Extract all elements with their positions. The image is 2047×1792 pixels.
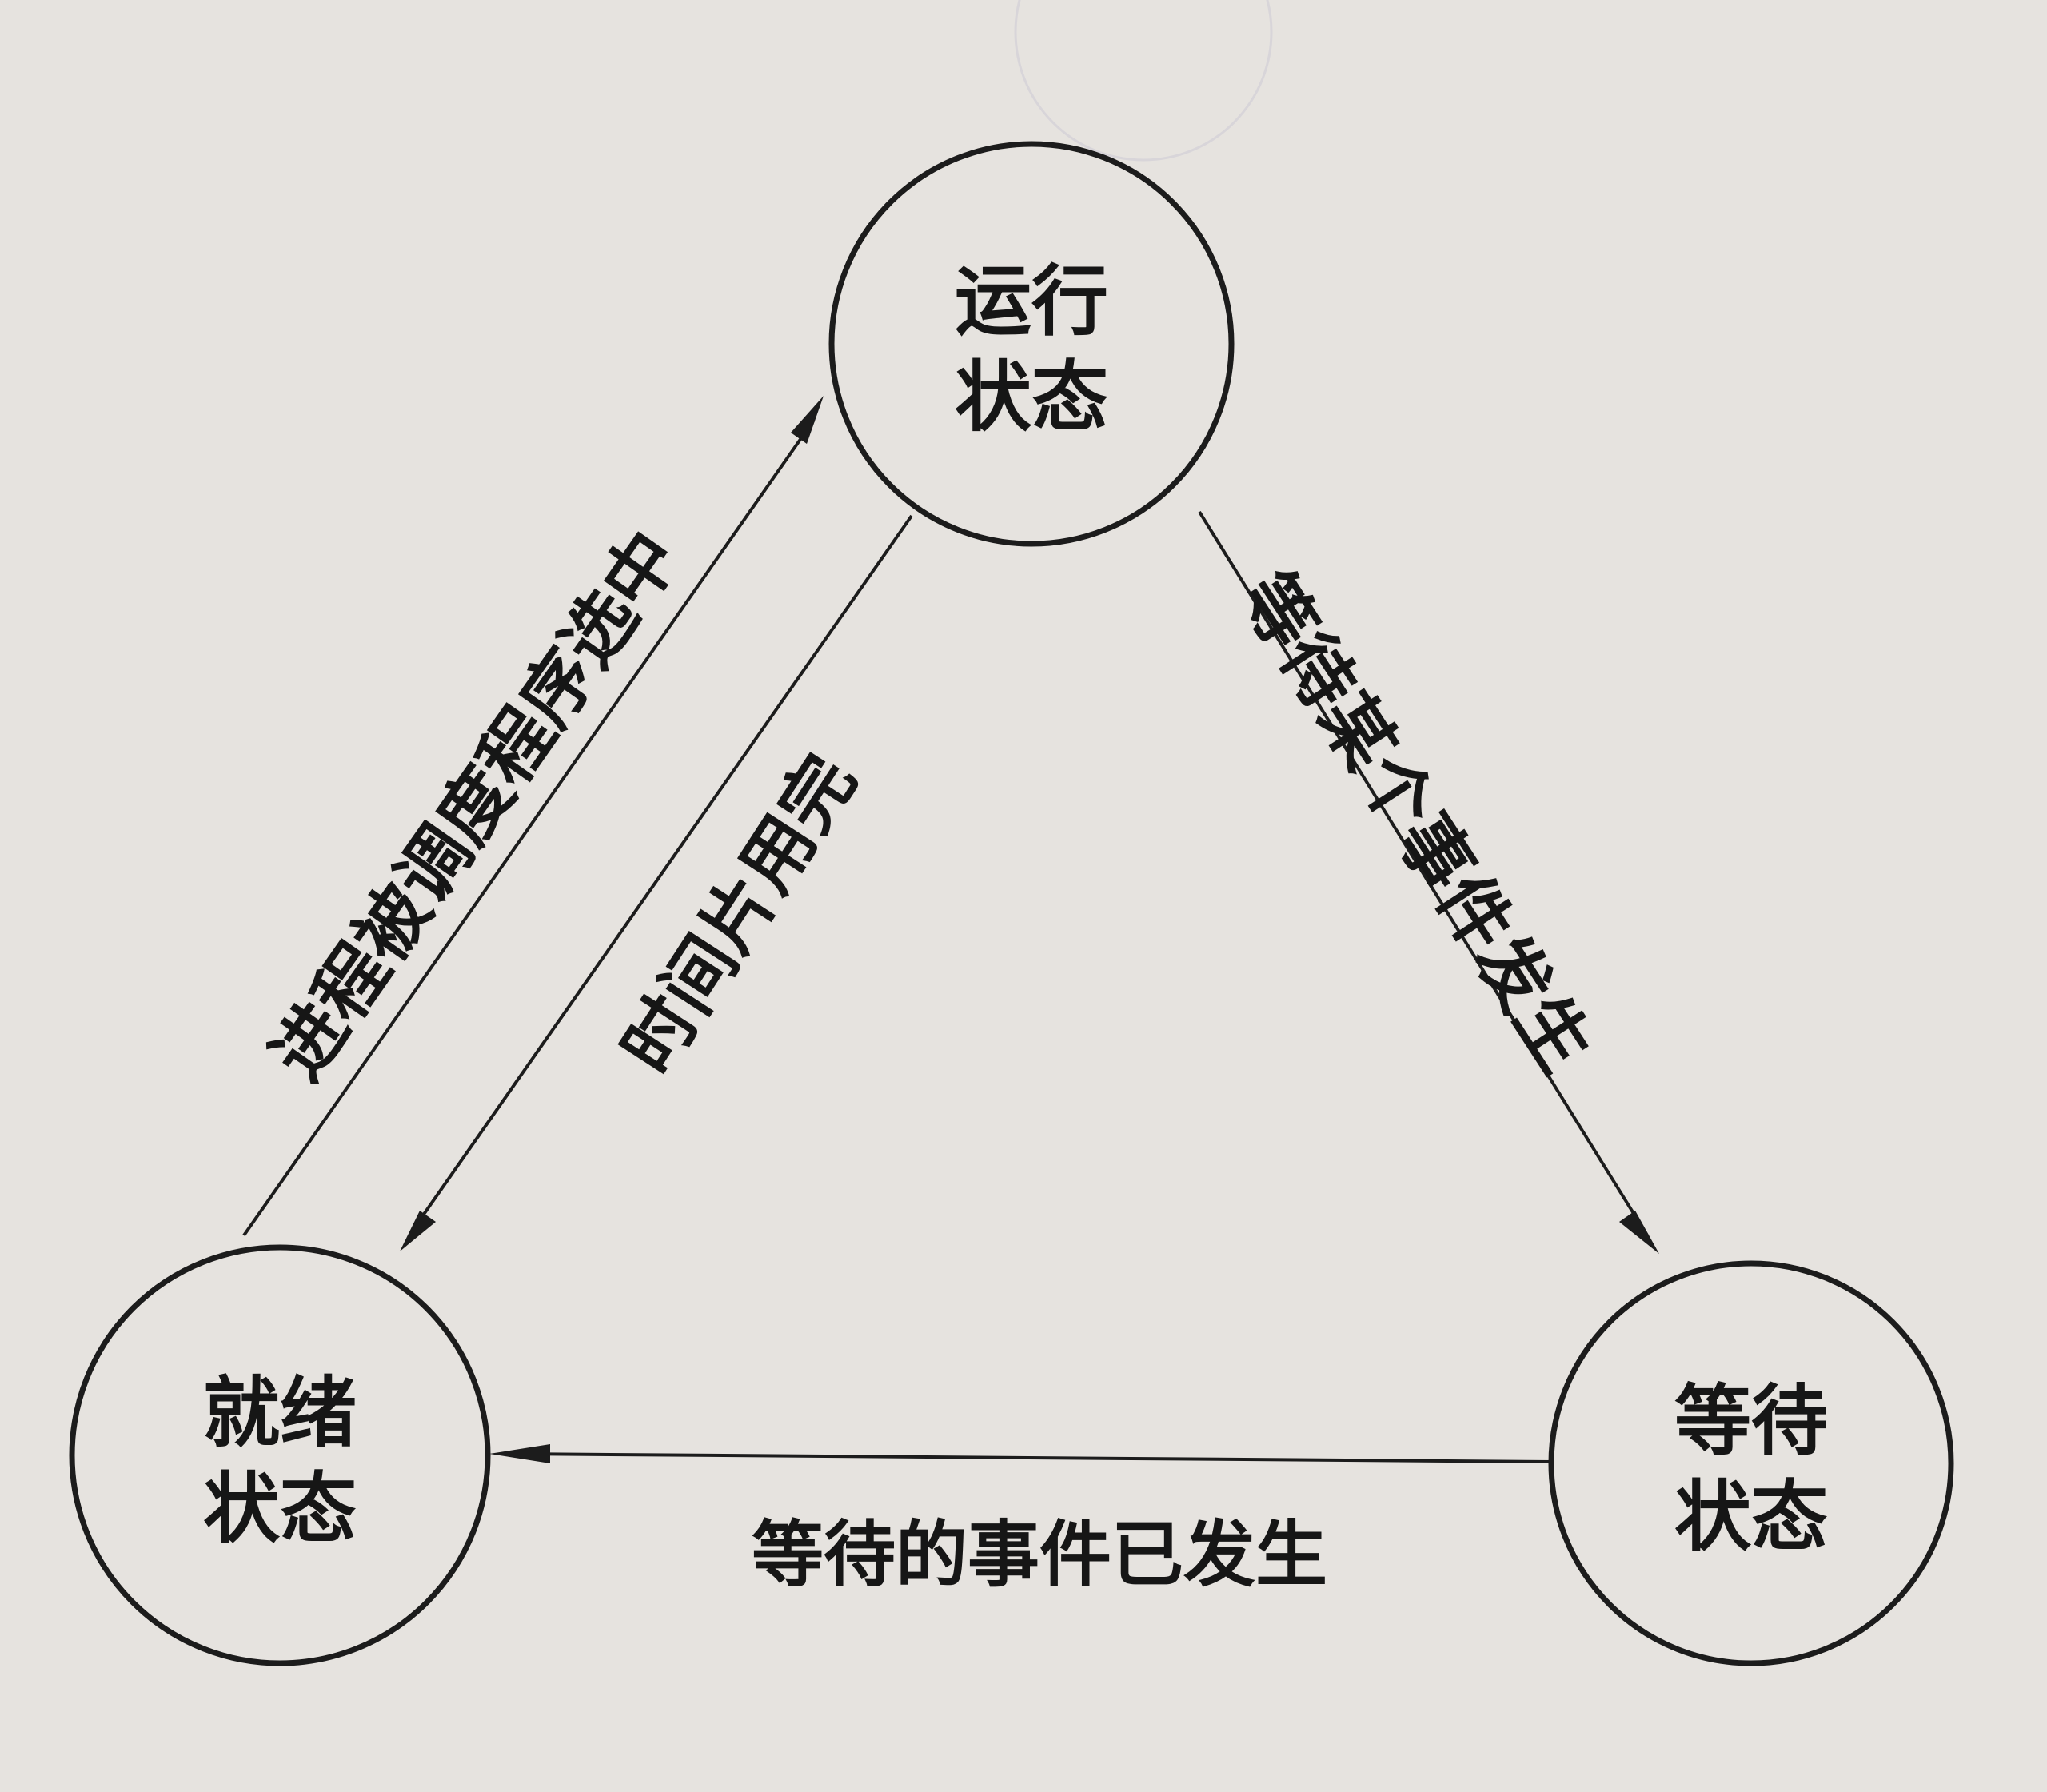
- state-ready-label-line2: 状态: [203, 1464, 357, 1554]
- state-waiting-circle: [1548, 1260, 1954, 1666]
- state-waiting-label-line1: 等待: [1674, 1376, 1828, 1466]
- edge-waiting-to-ready-line: [511, 1452, 1552, 1463]
- edge-waiting-to-ready-arrowhead: [489, 1444, 550, 1463]
- edge-waiting-to-ready-label: 等待的事件已发生: [752, 1513, 1327, 1597]
- edge-running-to-waiting: 等待某个事件发生: [1198, 510, 1659, 1254]
- state-ready-circle: [69, 1244, 491, 1666]
- edge-running-to-waiting-label: 等待某个事件发生: [1223, 558, 1607, 1087]
- edge-running-to-ready-label: 时间片用完: [606, 740, 872, 1088]
- edge-ready-to-running-arrowhead: [791, 396, 824, 444]
- edge-ready-to-running-line: [242, 418, 816, 1237]
- state-waiting-label-line2: 状态: [1674, 1472, 1828, 1562]
- edge-running-to-waiting-arrowhead: [1619, 1211, 1659, 1254]
- state-running: 运行 状态: [828, 141, 1235, 547]
- background-ring-mark: [1014, 0, 1273, 162]
- state-running-label-line2: 状态: [955, 353, 1108, 442]
- edge-running-to-ready-line: [410, 514, 913, 1233]
- edge-running-to-ready: 时间片用完: [400, 514, 913, 1251]
- state-running-circle: [828, 141, 1235, 547]
- edge-running-to-waiting-line: [1198, 510, 1649, 1237]
- state-running-label-line1: 运行: [955, 257, 1108, 346]
- state-ready-label-line1: 就绪: [203, 1368, 357, 1458]
- state-ready: 就绪 状态: [69, 1244, 491, 1666]
- edge-waiting-to-ready: 等待的事件已发生: [489, 1444, 1552, 1597]
- state-waiting: 等待 状态: [1548, 1260, 1954, 1666]
- edge-running-to-ready-arrowhead: [400, 1211, 436, 1251]
- edge-ready-to-running: 进程被调度程序选中: [242, 396, 824, 1237]
